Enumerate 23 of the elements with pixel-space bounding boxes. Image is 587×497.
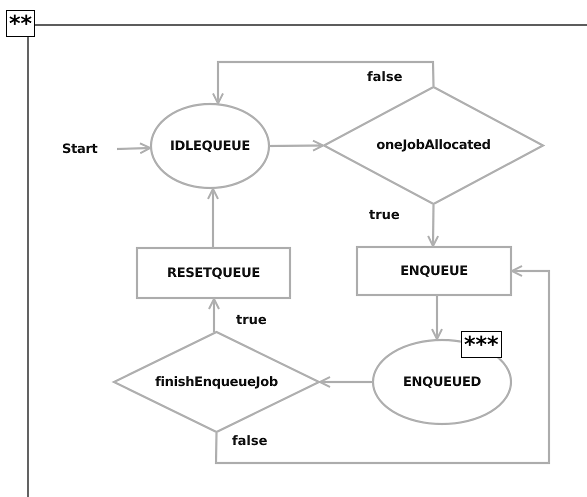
asterisk-mark: ** — [6, 10, 36, 37]
arrow — [427, 204, 440, 247]
arrow — [214, 265, 550, 464]
node-label: ENQUEUED — [402, 374, 482, 390]
decision-diamond — [113, 331, 320, 433]
arrow — [270, 140, 324, 152]
process-box — [356, 246, 512, 296]
arrow — [116, 142, 152, 154]
arrow — [207, 188, 219, 247]
decision-diamond — [323, 86, 544, 205]
arrow — [212, 60, 435, 104]
process-box — [136, 247, 291, 299]
asterisk-mark: *** — [461, 331, 502, 358]
node-label: RESETQUEUE — [167, 266, 260, 280]
state-ellipse — [150, 103, 270, 189]
node-label: oneJobAllocated — [376, 138, 491, 153]
start-label: Start — [62, 136, 117, 162]
arrow — [431, 296, 443, 340]
node-label: ENQUEUE — [400, 264, 468, 278]
node-label: IDLEQUEUE — [170, 138, 250, 154]
node-label: finishEnqueueJob — [155, 374, 278, 390]
arrow — [319, 376, 372, 388]
arrow — [208, 298, 220, 332]
